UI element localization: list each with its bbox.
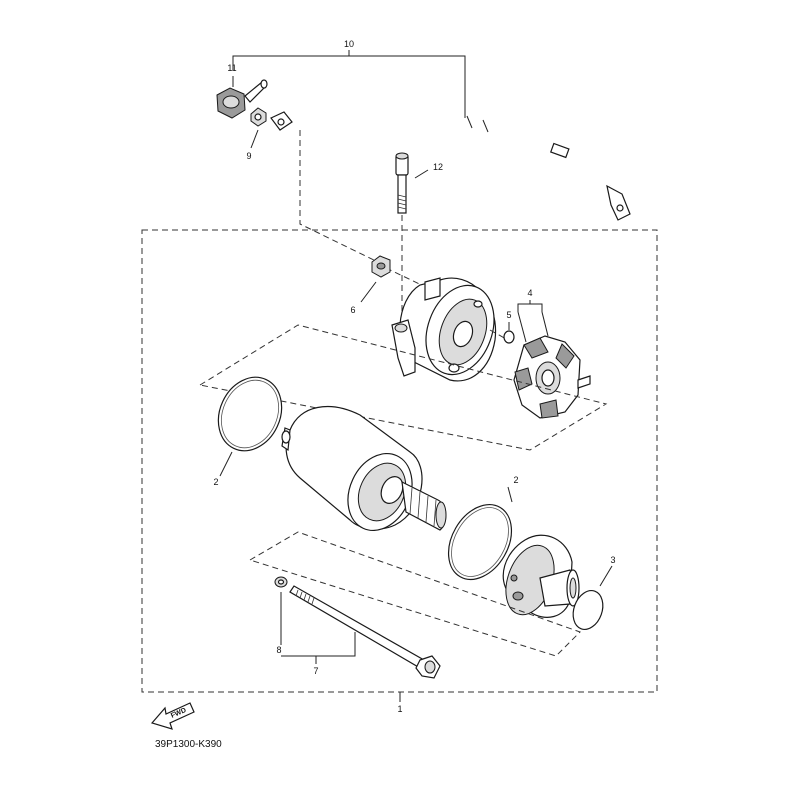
callout-5: 5: [506, 310, 511, 320]
callout-7: 7: [313, 666, 318, 676]
o-ring-2-lower: [447, 504, 513, 580]
through-bolt-7: [289, 585, 441, 679]
washer-9: [250, 107, 267, 127]
callout-10: 10: [344, 39, 354, 49]
diagram-code: 39P1300-K390: [155, 739, 222, 750]
callout-1: 1: [397, 704, 402, 714]
callout-12: 12: [433, 162, 443, 172]
o-ring-5: [503, 330, 515, 344]
washer-8: [274, 576, 288, 588]
starter-cable: [270, 93, 631, 221]
rear-end-cover: [391, 277, 497, 382]
callout-11: 11: [227, 63, 236, 73]
callout-9: 9: [246, 151, 251, 161]
callout-3: 3: [610, 555, 615, 565]
assembly-boundary: [141, 229, 658, 693]
callout-10-bracket: [232, 50, 466, 118]
callout-6: 6: [350, 305, 355, 315]
callout-2-upper: 2: [213, 477, 218, 487]
nut-6: [371, 255, 391, 278]
callout-8: 8: [276, 645, 281, 655]
o-ring-3: [572, 590, 604, 630]
callout-4: 4: [527, 288, 532, 298]
o-ring-2-upper: [217, 376, 283, 452]
motor-yoke: [281, 406, 447, 532]
brush-holder-4: [513, 335, 591, 419]
front-cover: [502, 534, 580, 618]
nut-11: [216, 79, 268, 119]
callout-2-lower: 2: [513, 475, 518, 485]
bolt-12: [395, 152, 409, 214]
fwd-arrow-icon: FWD: [150, 702, 195, 730]
